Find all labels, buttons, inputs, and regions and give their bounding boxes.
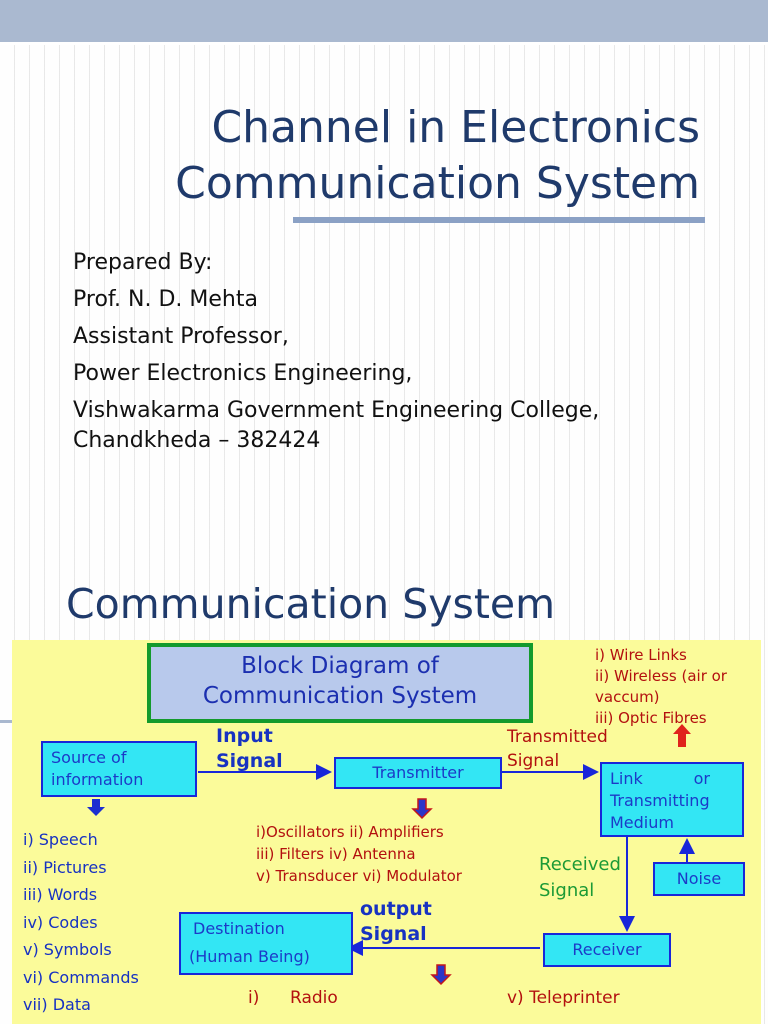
source-of-information-box: Source of information (41, 741, 197, 797)
slide-title: Channel in Electronics Communication Sys… (175, 100, 700, 212)
receiver-box: Receiver (543, 933, 671, 967)
information-type: i) Speech (23, 830, 98, 849)
noise-label: Noise (676, 869, 722, 888)
author-college: Vishwakarma Government Engineering Colle… (73, 398, 600, 423)
author-location: Chandkheda – 382424 (73, 428, 321, 453)
prepared-by-label: Prepared By: (73, 250, 213, 275)
information-type: vi) Commands (23, 967, 139, 987)
header-divider (0, 42, 768, 45)
media-list: i) Wire Links ii) Wireless (air or vaccu… (595, 645, 727, 729)
information-type: v) Symbols (23, 940, 112, 959)
output-signal-line-2: Signal (360, 923, 427, 945)
transmitter-part: v) Transducer vi) Modulator (256, 867, 462, 885)
receiver-output-1: Radio (290, 988, 338, 1008)
block-diagram-title-line-1: Block Diagram of (241, 653, 439, 679)
receiver-output-5: v) Teleprinter (507, 988, 620, 1008)
title-line-1: Channel in Electronics (211, 102, 700, 153)
input-signal-line-2: Signal (216, 750, 283, 772)
media-item: vaccum) (595, 688, 660, 706)
link-transmitting-medium-box: Link or Transmitting Medium (600, 762, 744, 837)
received-signal-line-1: Received (539, 854, 621, 875)
transmitter-parts-list: i)Oscillators ii) Amplifiers iii) Filter… (256, 821, 462, 887)
down-arrow-source (87, 799, 105, 816)
author-designation: Assistant Professor, (73, 324, 289, 349)
transmitted-signal-line-1: Transmitted (507, 727, 608, 747)
down-arrow-receiver (430, 964, 452, 986)
media-item: ii) Wireless (air or (595, 667, 727, 685)
slide-2-title: Communication System (66, 580, 556, 628)
transmitter-part: i)Oscillators ii) Amplifiers (256, 823, 444, 841)
author-block: Prepared By: Prof. N. D. Mehta Assistant… (73, 244, 599, 459)
author-name: Prof. N. D. Mehta (73, 287, 258, 312)
information-type: iv) Codes (23, 912, 98, 932)
destination-box: Destination (Human Being) (179, 912, 353, 975)
destination-label-1: Destination (193, 919, 285, 938)
source-label-2: information (51, 770, 144, 789)
communication-system-slide: Communication System Block Diagram of Co… (0, 575, 768, 1024)
receiver-output-1-number: i) (248, 988, 260, 1008)
output-signal-line-1: output (360, 898, 432, 920)
noise-box: Noise (653, 862, 745, 896)
header-bar (0, 0, 768, 42)
media-item: iii) Optic Fibres (595, 709, 707, 727)
title-line-2: Communication System (175, 158, 700, 209)
block-diagram: Block Diagram of Communication System i)… (12, 640, 761, 1024)
title-slide: Channel in Electronics Communication Sys… (0, 0, 768, 575)
transmitter-box: Transmitter (334, 757, 502, 789)
information-types-list: i) Speech ii) Pictures iii) Words iv) Co… (23, 826, 139, 1019)
received-signal-label: Received Signal (539, 852, 621, 904)
down-arrow-transmitter (411, 798, 433, 820)
link-label-1: Link or (610, 769, 710, 788)
title-underline (293, 217, 705, 223)
transmitter-part: iii) Filters iv) Antenna (256, 845, 416, 863)
received-signal-line-2: Signal (539, 880, 595, 901)
destination-label-2: (Human Being) (189, 947, 310, 966)
block-diagram-title-line-2: Communication System (202, 683, 478, 709)
edge-marker (0, 720, 12, 723)
input-signal-line-1: Input (216, 725, 273, 747)
output-signal-label: output Signal (360, 897, 432, 947)
link-label-3: Medium (610, 813, 674, 832)
transmitted-signal-line-2: Signal (507, 751, 560, 771)
block-diagram-title: Block Diagram of Communication System (147, 643, 533, 723)
receiver-label: Receiver (572, 940, 642, 959)
link-label-2: Transmitting (610, 791, 710, 810)
input-signal-label: Input Signal (216, 724, 283, 774)
media-item: i) Wire Links (595, 646, 687, 664)
information-type: iii) Words (23, 885, 98, 904)
transmitted-signal-label: Transmitted Signal (507, 725, 608, 773)
source-label-1: Source of (51, 748, 127, 767)
information-type: ii) Pictures (23, 857, 107, 877)
transmitter-label: Transmitter (372, 763, 464, 782)
author-department: Power Electronics Engineering, (73, 361, 413, 386)
information-type: vii) Data (23, 995, 91, 1014)
diagram-arrows (87, 724, 695, 986)
up-arrow-media (673, 724, 691, 747)
